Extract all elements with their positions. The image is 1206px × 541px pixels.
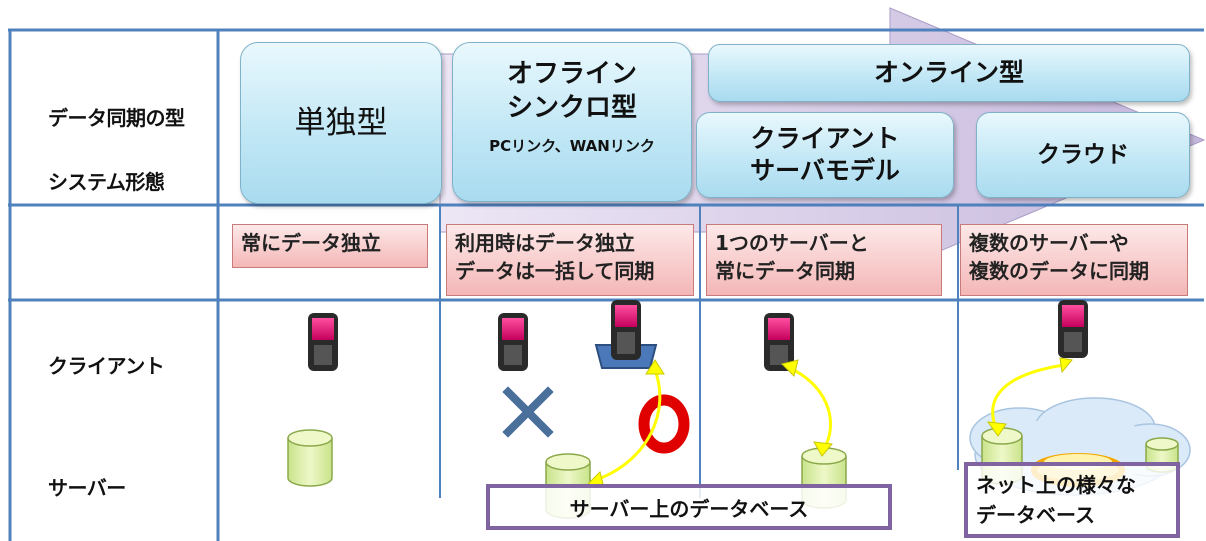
row-label-client: クライアント xyxy=(48,354,165,378)
phone-icon xyxy=(611,300,641,360)
header-cloud-title: クラウド xyxy=(1037,142,1129,168)
desc-offline-line2: データは一括して同期 xyxy=(455,259,655,283)
table-grid xyxy=(8,28,1204,541)
header-client-server-line2: サーバモデル xyxy=(750,156,900,185)
desc-cloud: 複数のサーバーや 複数のデータに同期 xyxy=(960,224,1188,296)
row-label-sync-type: データ同期の型 xyxy=(48,106,185,130)
database-cylinder-icon xyxy=(287,429,333,487)
desc-standalone: 常にデータ独立 xyxy=(232,224,428,268)
desc-offline-sync: 利用時はデータ独立 データは一括して同期 xyxy=(446,224,694,296)
header-online-title: オンライン型 xyxy=(873,58,1024,87)
phone-icon xyxy=(764,313,794,371)
header-standalone-title: 単独型 xyxy=(294,105,388,141)
header-offline-title-line2: シンクロ型 xyxy=(506,93,637,123)
sync-arrow xyxy=(595,363,1065,482)
desc-client-server: 1つのサーバーと 常にデータ同期 xyxy=(706,224,942,296)
header-client-server: クライアント サーバモデル xyxy=(696,112,954,198)
desc-client-server-line2: 常にデータ同期 xyxy=(715,259,855,283)
desc-standalone-text: 常にデータ独立 xyxy=(241,231,381,255)
callout-server-db-text: サーバー上のデータベース xyxy=(569,496,809,521)
header-online: オンライン型 xyxy=(708,44,1190,102)
phone-icon xyxy=(1058,300,1088,358)
desc-cloud-line1: 複数のサーバーや xyxy=(969,231,1129,255)
callout-net-db-line2: データベース xyxy=(976,503,1095,527)
header-offline-subtitle: PCリンク、WANリンク xyxy=(489,137,655,155)
circle-mark-icon xyxy=(638,394,690,454)
header-cloud: クラウド xyxy=(976,112,1190,198)
row-label-server: サーバー xyxy=(48,476,126,500)
callout-server-db: サーバー上のデータベース xyxy=(486,484,892,530)
desc-client-server-line1: 1つのサーバーと xyxy=(715,231,869,255)
header-standalone: 単独型 xyxy=(240,42,442,204)
phone-icon xyxy=(498,313,528,371)
header-offline-title-line1: オフライン xyxy=(506,59,637,89)
desc-cloud-line2: 複数のデータに同期 xyxy=(969,259,1149,283)
header-client-server-line1: クライアント xyxy=(750,124,900,153)
phone-icon xyxy=(308,313,338,371)
callout-net-db: ネット上の様々な データベース xyxy=(964,462,1180,538)
header-offline-sync: オフライン シンクロ型 PCリンク、WANリンク xyxy=(452,42,692,202)
row-label-system-form: システム形態 xyxy=(48,170,165,194)
callout-net-db-line1: ネット上の様々な xyxy=(976,473,1136,497)
desc-offline-line1: 利用時はデータ独立 xyxy=(455,231,635,255)
cross-mark-icon xyxy=(502,386,554,438)
